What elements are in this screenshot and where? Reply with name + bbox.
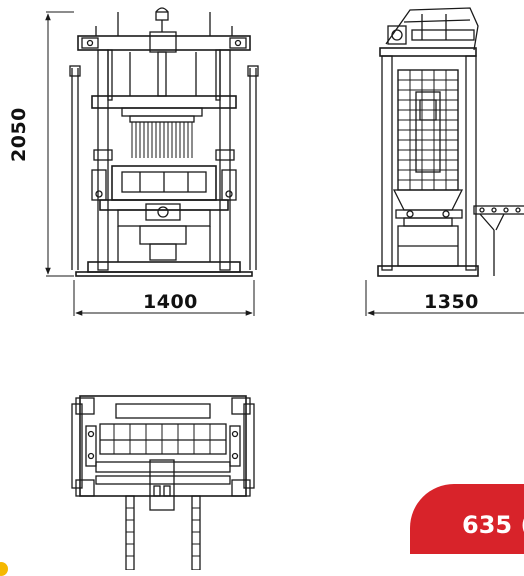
corner-accent-dot xyxy=(0,562,8,576)
front-width-dimension-label: 1400 xyxy=(143,291,198,313)
front-view xyxy=(69,7,259,277)
side-width-dimension-label: 1350 xyxy=(424,291,479,313)
height-dimension-label: 2050 xyxy=(8,107,30,162)
top-view xyxy=(71,395,255,570)
model-badge-text: 635 ( xyxy=(462,511,524,539)
side-dimension-lines xyxy=(365,280,524,316)
model-badge xyxy=(410,484,524,554)
side-view xyxy=(377,7,524,277)
front-dimension-lines xyxy=(45,11,255,316)
